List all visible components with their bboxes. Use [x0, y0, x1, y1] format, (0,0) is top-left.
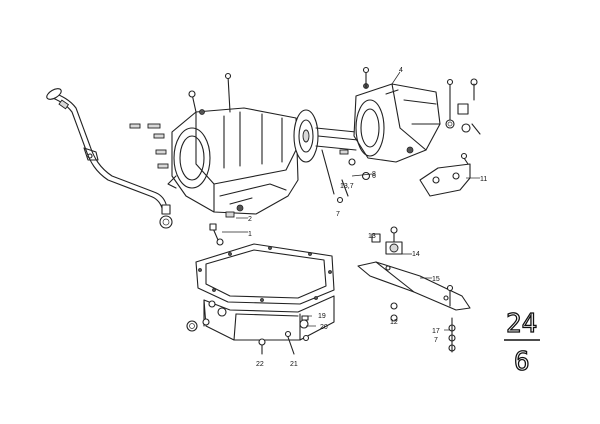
leader-lines	[222, 71, 480, 331]
callout-14: 14	[412, 251, 420, 258]
callout-8: 8	[372, 171, 376, 178]
callout-21: 21	[290, 361, 298, 368]
pump-plate[interactable]	[293, 109, 359, 163]
mounting-bracket[interactable]	[419, 152, 471, 197]
crossmember[interactable]	[357, 261, 471, 311]
callout-20: 20	[320, 324, 328, 331]
rear-fittings	[445, 78, 481, 135]
oil-pan-gasket[interactable]	[195, 243, 335, 305]
dipstick-tube[interactable]	[45, 87, 167, 209]
callout-19: 19	[318, 313, 326, 320]
group-number-top: 24	[506, 309, 537, 339]
callout-7: 7	[336, 211, 340, 218]
callout-4: 4	[399, 67, 403, 74]
callout-1: 1	[248, 231, 252, 238]
callout-12: 12	[390, 319, 398, 326]
rubber-mount[interactable]	[371, 226, 403, 255]
oil-pan[interactable]	[203, 295, 335, 341]
callout-13-7: 13,7	[340, 183, 354, 190]
group-number: 24 6	[504, 308, 540, 378]
callout-7b: 7	[434, 337, 438, 344]
callout-17: 17	[432, 328, 440, 335]
callout-2: 2	[248, 216, 252, 223]
tube-nut	[159, 204, 173, 229]
callout-6: 6	[372, 173, 376, 180]
drain-bolts	[209, 211, 235, 246]
callout-22: 22	[256, 361, 264, 368]
bolt-set	[129, 123, 169, 169]
callout-13: 13	[368, 233, 376, 240]
callout-15: 15	[432, 276, 440, 283]
group-number-bottom: 6	[514, 347, 530, 377]
extension-housing[interactable]	[353, 66, 441, 163]
tube-bracket	[83, 147, 99, 161]
callout-11: 11	[480, 176, 487, 183]
crossmember-hardware	[390, 284, 456, 353]
transmission-housing[interactable]	[167, 72, 299, 215]
pan-hardware	[186, 315, 310, 355]
selector-fittings	[321, 149, 371, 204]
